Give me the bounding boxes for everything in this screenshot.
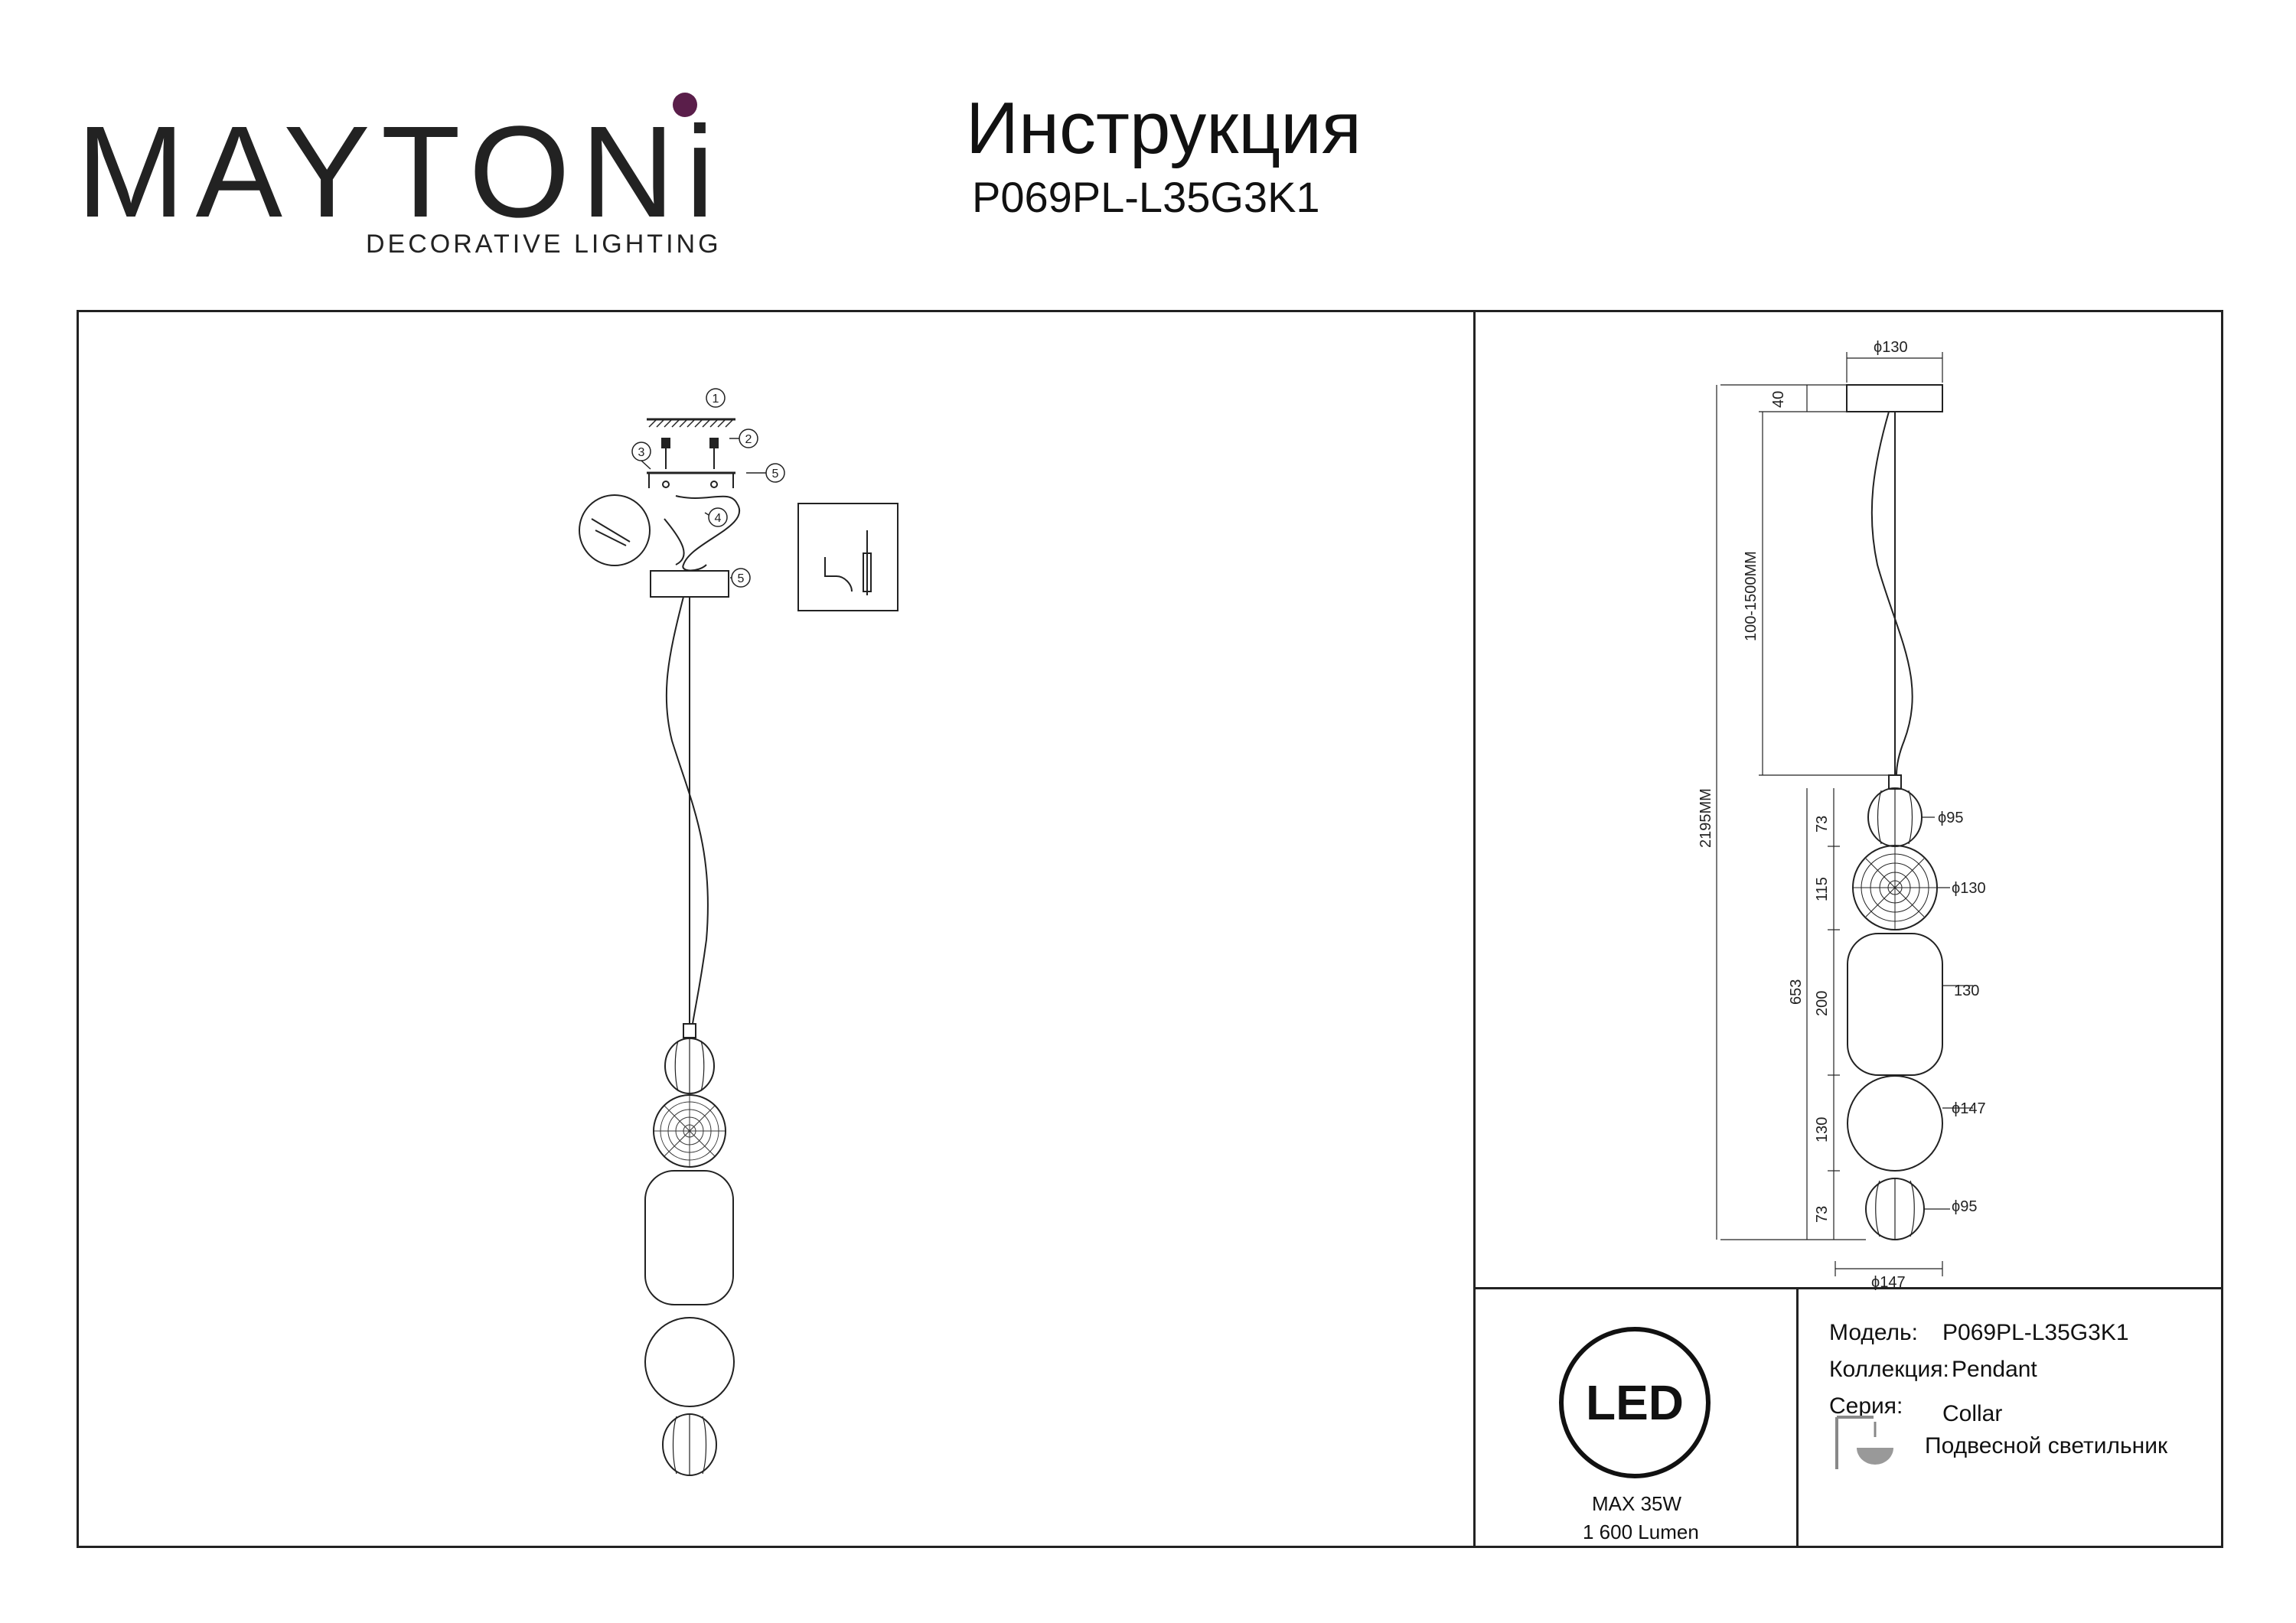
seg1-diameter: ϕ95 xyxy=(1938,810,1963,826)
seg2-diameter: ϕ130 xyxy=(1952,880,1986,897)
seg4-height: 130 xyxy=(1814,1117,1831,1142)
led-icon: LED xyxy=(1559,1327,1711,1478)
body-height: 653 xyxy=(1788,979,1805,1005)
seg1-height: 73 xyxy=(1814,816,1831,833)
callout-5a: 5 xyxy=(772,468,779,481)
model-value: P069PL-L35G3K1 xyxy=(1942,1320,2129,1345)
led-spec-panel: LED MAX 35W 1 600 Lumen xyxy=(1473,1287,1799,1548)
seg2-height: 115 xyxy=(1814,877,1831,901)
led-label: LED xyxy=(1586,1375,1684,1430)
callout-4: 4 xyxy=(715,512,722,525)
collection-value: Pendant xyxy=(1952,1357,2037,1382)
callout-5b: 5 xyxy=(738,572,745,585)
brand-tagline: DECORATIVE LIGHTING xyxy=(366,230,722,259)
callout-2: 2 xyxy=(745,433,752,446)
dimension-panel: ϕ130 40 100-1500MM 2195MM 653 73 115 200… xyxy=(1473,310,2223,1291)
dimension-diagram: ϕ130 40 100-1500MM 2195MM 653 73 115 200… xyxy=(1698,339,1986,1291)
pendant-type-icon xyxy=(1835,1416,1893,1469)
series-value: Collar xyxy=(1942,1401,2003,1426)
cable-length: 100-1500MM xyxy=(1743,551,1760,641)
product-info-panel: Модель: P069PL-L35G3K1 Коллекция: Pendan… xyxy=(1796,1287,2223,1548)
callout-3: 3 xyxy=(638,446,645,459)
callout-1: 1 xyxy=(713,393,719,406)
installation-panel: 1 2 3 4 5 5 xyxy=(77,310,1476,1548)
power-rating: MAX 35W xyxy=(1592,1492,1682,1515)
seg5-diameter: ϕ95 xyxy=(1952,1198,1977,1215)
type-value: Подвесной светильник xyxy=(1925,1433,2168,1458)
total-height: 2195MM xyxy=(1698,788,1714,848)
model-label: Модель: xyxy=(1829,1320,1919,1345)
seg4-diameter: ϕ147 xyxy=(1952,1100,1986,1117)
lumen-rating: 1 600 Lumen xyxy=(1583,1520,1699,1543)
base-diameter: ϕ147 xyxy=(1871,1274,1906,1291)
seg5-height: 73 xyxy=(1814,1206,1831,1223)
document-title: Инструкция xyxy=(966,87,1362,169)
canopy-height: 40 xyxy=(1770,391,1787,408)
seg3-height: 200 xyxy=(1814,991,1831,1016)
document-model: P069PL-L35G3K1 xyxy=(972,173,1320,221)
brand-logo: MAYTONi xyxy=(77,99,726,245)
seg3-diameter: 130 xyxy=(1954,983,1979,999)
installation-diagram: 1 2 3 4 5 5 xyxy=(579,388,899,1476)
brand-logo-dot xyxy=(673,93,697,117)
canopy-diameter: ϕ130 xyxy=(1874,339,1908,356)
collection-label: Коллекция: xyxy=(1829,1357,1949,1382)
series-label: Серия: xyxy=(1829,1393,1903,1419)
